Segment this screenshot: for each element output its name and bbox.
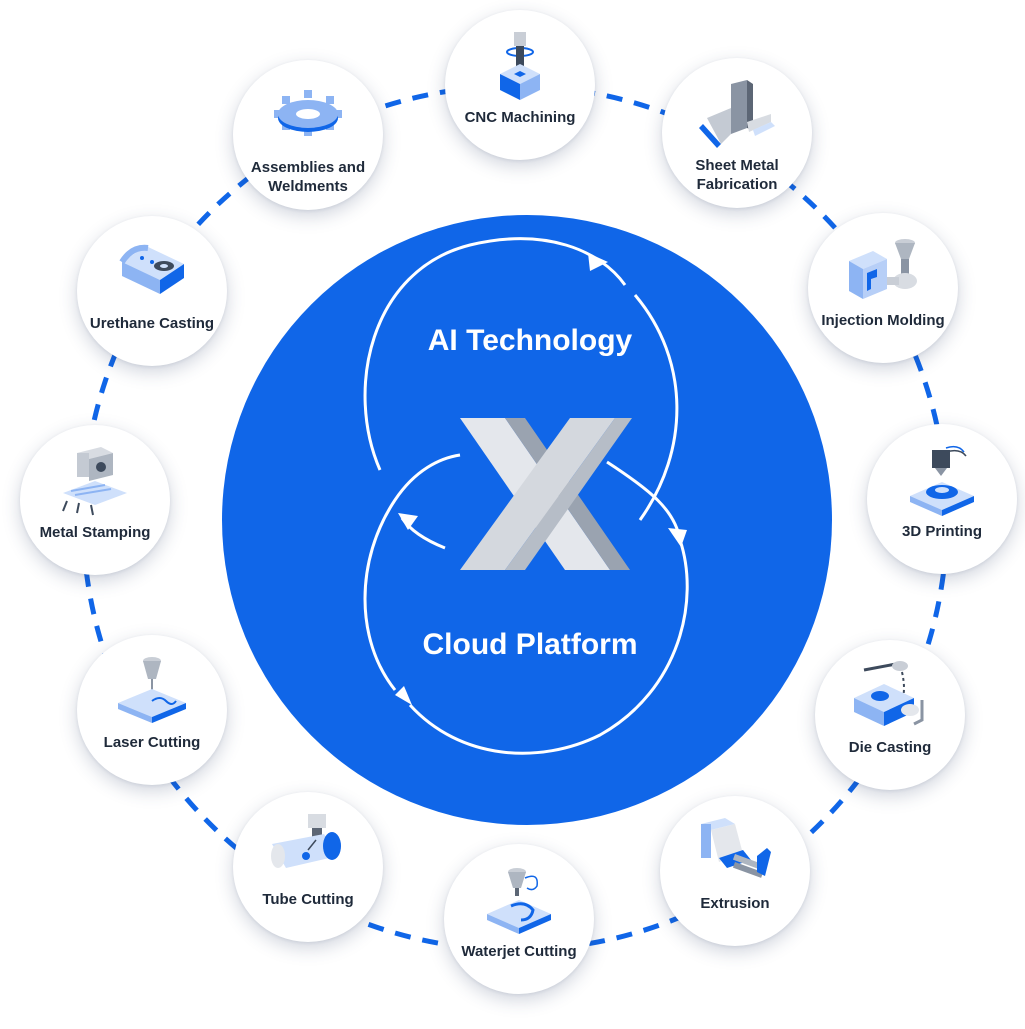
node-cnc-machining[interactable]: CNC Machining: [445, 10, 595, 160]
node-sheet-metal[interactable]: Sheet Metal Fabrication: [662, 58, 812, 208]
sheet-metal-icon: [699, 80, 775, 148]
node-metal-stamping[interactable]: Metal Stamping: [20, 425, 170, 575]
node-label: Laser Cutting: [103, 734, 201, 751]
node-label: Metal Stamping: [39, 524, 151, 541]
node-label: Injection Molding: [821, 312, 945, 329]
urethane-casting-icon: [119, 244, 184, 294]
laser-cutting-icon: [118, 657, 186, 723]
metal-stamping-icon: [62, 447, 127, 516]
arrow-right-icon: [588, 253, 608, 271]
hub-top-label: AI Technology: [427, 324, 633, 357]
hub-bottom-label: Cloud Platform: [422, 628, 638, 661]
node-label: 3D Printing: [901, 523, 982, 540]
node-die-casting[interactable]: Die Casting: [815, 640, 965, 790]
assemblies-gear-icon: [274, 90, 342, 136]
node-extrusion[interactable]: Extrusion: [660, 796, 810, 946]
arrow-up-left-icon: [395, 686, 412, 705]
cnc-machining-icon: [500, 32, 540, 100]
node-urethane-casting[interactable]: Urethane Casting: [77, 216, 227, 366]
node-label: Tube Cutting: [262, 891, 354, 908]
node-label: Die Casting: [848, 739, 932, 756]
node-3d-printing[interactable]: 3D Printing: [867, 424, 1017, 574]
node-label: Sheet Metal Fabrication: [695, 157, 779, 193]
node-laser-cutting[interactable]: Laser Cutting: [77, 635, 227, 785]
injection-molding-icon: [849, 239, 917, 299]
loop-arrowheads: [395, 253, 687, 705]
node-label: Urethane Casting: [89, 315, 215, 332]
node-assemblies-weldments[interactable]: Assemblies and Weldments: [233, 60, 383, 210]
node-label: Waterjet Cutting: [461, 943, 577, 960]
node-label: Assemblies and Weldments: [250, 159, 366, 195]
node-label: CNC Machining: [464, 109, 576, 126]
node-injection-molding[interactable]: Injection Molding: [808, 213, 958, 363]
node-waterjet-cutting[interactable]: Waterjet Cutting: [444, 844, 594, 994]
waterjet-icon: [487, 868, 551, 934]
arrow-down-icon: [668, 528, 687, 547]
die-casting-icon: [854, 661, 924, 726]
x-logo-icon: [460, 418, 632, 570]
node-label: Extrusion: [700, 895, 770, 912]
arrow-up-left-icon-2: [398, 513, 418, 530]
3d-printing-icon: [910, 445, 974, 516]
infinity-loop: [363, 237, 689, 755]
extrusion-icon: [701, 818, 771, 878]
node-tube-cutting[interactable]: Tube Cutting: [233, 792, 383, 942]
tube-cutting-icon: [271, 814, 341, 868]
